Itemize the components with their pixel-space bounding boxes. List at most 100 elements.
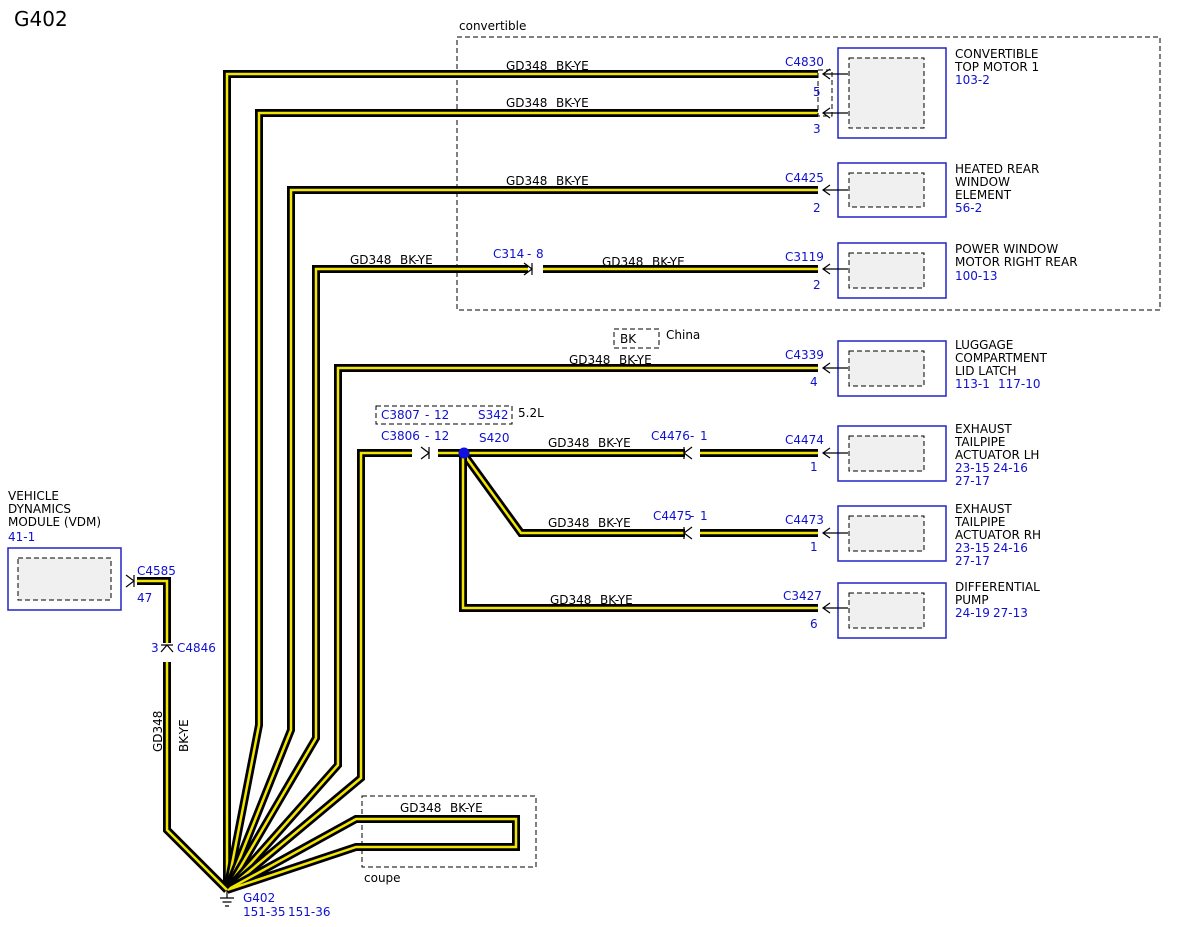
pin-number: 5 xyxy=(813,85,821,99)
inline-connector-pin: 8 xyxy=(536,247,544,261)
component-ref: 23-15 xyxy=(955,541,990,555)
inline-connector-dash: - xyxy=(690,509,694,523)
inline-connector-symbol xyxy=(523,262,533,276)
ground-ref: 151-36 xyxy=(288,905,331,919)
component-name: EXHAUST xyxy=(955,422,1012,436)
component-vehicle-dynamics-module: VEHICLE DYNAMICS MODULE (VDM) 41-1 C4585… xyxy=(7,489,216,655)
pin-number: 1 xyxy=(810,460,818,474)
pin-number: 1 xyxy=(810,540,818,554)
component-name: ACTUATOR RH xyxy=(955,528,1041,542)
pin-arrow xyxy=(821,447,848,459)
ground-icon xyxy=(220,890,234,907)
pin-arrow xyxy=(821,263,848,275)
component-ref: 100-13 xyxy=(955,269,998,283)
component-ref: 113-1 xyxy=(955,377,990,391)
china-wire-color: BK xyxy=(620,332,637,346)
connector-label: C4585 xyxy=(137,564,176,578)
ground-label: G402 xyxy=(243,891,275,905)
component-name: LUGGAGE xyxy=(955,338,1013,352)
inline-connector-pin: 1 xyxy=(700,429,708,443)
connector-label: C4473 xyxy=(785,513,824,527)
component-ref: 24-16 xyxy=(993,541,1028,555)
inline-connector-label: C4846 xyxy=(177,641,216,655)
component-name: TAILPIPE xyxy=(954,435,1005,449)
wire-circuit-label: GD348 xyxy=(548,436,589,450)
wire-color-label: BK-YE xyxy=(619,353,652,367)
component-name: POWER WINDOW xyxy=(955,242,1058,256)
inline-connector-dash: - xyxy=(690,429,694,443)
splice-dot xyxy=(458,447,470,459)
pin-arrow xyxy=(821,68,848,119)
inline-connector-dash: - xyxy=(527,247,531,261)
inline-connector-label: C314 xyxy=(493,247,524,261)
inline-connector-symbol xyxy=(683,526,693,540)
alt-connector-label: C3807 xyxy=(381,408,420,422)
wire-labels: GD348 BK-YE GD348 BK-YE GD348 BK-YE GD34… xyxy=(151,59,685,815)
connector-label: C3119 xyxy=(785,250,824,264)
alt-connector-pin: 12 xyxy=(434,408,449,422)
component-name: CONVERTIBLE xyxy=(955,47,1038,61)
component-name: MOTOR RIGHT REAR xyxy=(955,255,1078,269)
pin-number: 6 xyxy=(810,617,818,631)
component-ref: 56-2 xyxy=(955,201,982,215)
component-ref: 41-1 xyxy=(8,530,35,544)
wire-circuit-label: GD348 xyxy=(400,801,441,815)
pin-number: 4 xyxy=(810,375,818,389)
inline-connector-label: C4476 xyxy=(651,429,690,443)
wire-circuit-label: GD348 xyxy=(548,516,589,530)
inline-connector-symbol xyxy=(160,644,174,653)
connector-label: C4474 xyxy=(785,433,824,447)
component-ref: 103-2 xyxy=(955,73,990,87)
component-differential-pump: C3427 6 DIFFERENTIAL PUMP 24-19 27-13 xyxy=(783,580,1040,639)
splice-label: S420 xyxy=(479,431,510,445)
component-name: HEATED REAR xyxy=(955,162,1039,176)
convertible-zone-label: convertible xyxy=(459,19,526,33)
component-ref: 24-16 xyxy=(993,461,1028,475)
component-name: VEHICLE xyxy=(8,489,59,503)
component-name: TAILPIPE xyxy=(954,515,1005,529)
v52-label: 5.2L xyxy=(518,406,544,420)
pin-group-box xyxy=(817,69,833,117)
component-ref: 27-17 xyxy=(955,554,990,568)
component-ref: 23-15 xyxy=(955,461,990,475)
v52-option-box xyxy=(375,405,513,425)
pin-number: 3 xyxy=(813,122,821,136)
component-name: LID LATCH xyxy=(955,364,1017,378)
component-name: ACTUATOR LH xyxy=(955,448,1039,462)
pin-arrow xyxy=(821,362,848,374)
ground-g402: G402 151-35 151-36 xyxy=(220,890,331,919)
alt-connector-dash: - xyxy=(425,408,429,422)
pin-number: 2 xyxy=(813,201,821,215)
pin-number: 47 xyxy=(137,591,152,605)
wire-color-label: BK-YE xyxy=(598,436,631,450)
inline-connector-pin: 1 xyxy=(700,509,708,523)
component-name: MODULE (VDM) xyxy=(8,515,101,529)
component-ref: 27-17 xyxy=(955,474,990,488)
component-name: COMPARTMENT xyxy=(955,351,1048,365)
wire-color-label: BK-YE xyxy=(177,719,191,752)
component-ref: 117-10 xyxy=(998,377,1041,391)
component-heated-rear-window: C4425 2 HEATED REAR WINDOW ELEMENT 56-2 xyxy=(785,162,1039,218)
component-name: DYNAMICS xyxy=(8,502,71,516)
component-exhaust-actuator-rh: C4473 1 EXHAUST TAILPIPE ACTUATOR RH 23-… xyxy=(785,502,1041,568)
wire-color-label: BK-YE xyxy=(556,174,589,188)
component-ref: 24-19 xyxy=(955,606,990,620)
wire-circuit-label: GD348 xyxy=(602,255,643,269)
pin-arrow xyxy=(821,184,848,196)
inline-connector-symbol xyxy=(420,446,430,460)
wire-color-label: BK-YE xyxy=(400,253,433,267)
wire-color-label: BK-YE xyxy=(600,593,633,607)
component-name: PUMP xyxy=(955,593,989,607)
wire-color-label: BK-YE xyxy=(556,59,589,73)
wire-exhaust-rh xyxy=(459,450,818,537)
wire-color-label: BK-YE xyxy=(450,801,483,815)
component-name: ELEMENT xyxy=(955,188,1012,202)
wire-circuit-label: GD348 xyxy=(151,711,165,752)
wire-circuit-label: GD348 xyxy=(569,353,610,367)
wire-circuit-label: GD348 xyxy=(506,174,547,188)
coupe-zone xyxy=(361,795,537,868)
wire-circuit-label: GD348 xyxy=(506,96,547,110)
inline-connector-label: C4475 xyxy=(653,509,692,523)
component-power-window-motor: C3119 2 POWER WINDOW MOTOR RIGHT REAR 10… xyxy=(785,242,1078,299)
